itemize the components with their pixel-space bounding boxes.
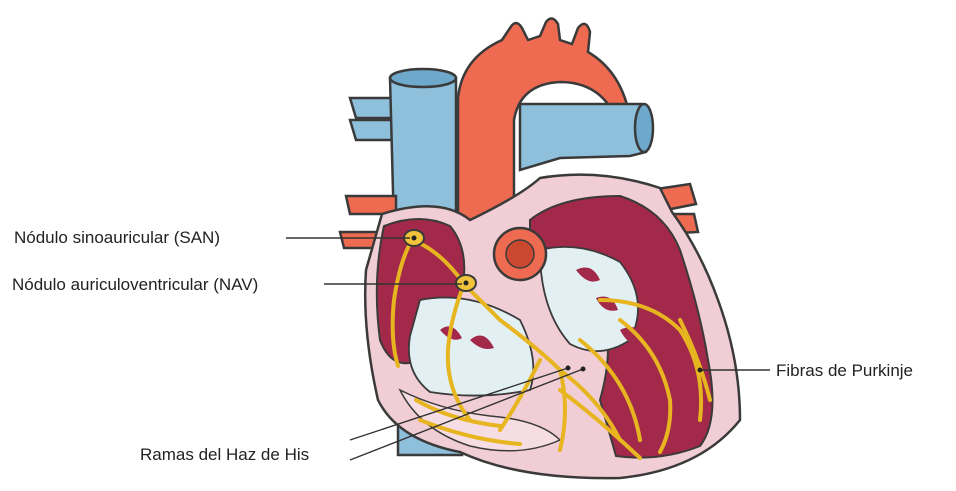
label-purkinje-fibers: Fibras de Purkinje bbox=[776, 361, 913, 381]
label-atrioventricular-node: Nódulo auriculoventricular (NAV) bbox=[12, 275, 258, 295]
label-bundle-of-his-branches: Ramas del Haz de His bbox=[140, 445, 309, 465]
label-sinoatrial-node: Nódulo sinoauricular (SAN) bbox=[14, 228, 220, 248]
av-node bbox=[456, 275, 476, 291]
aortic-valve bbox=[494, 228, 546, 280]
pulmonary-artery bbox=[520, 104, 653, 170]
